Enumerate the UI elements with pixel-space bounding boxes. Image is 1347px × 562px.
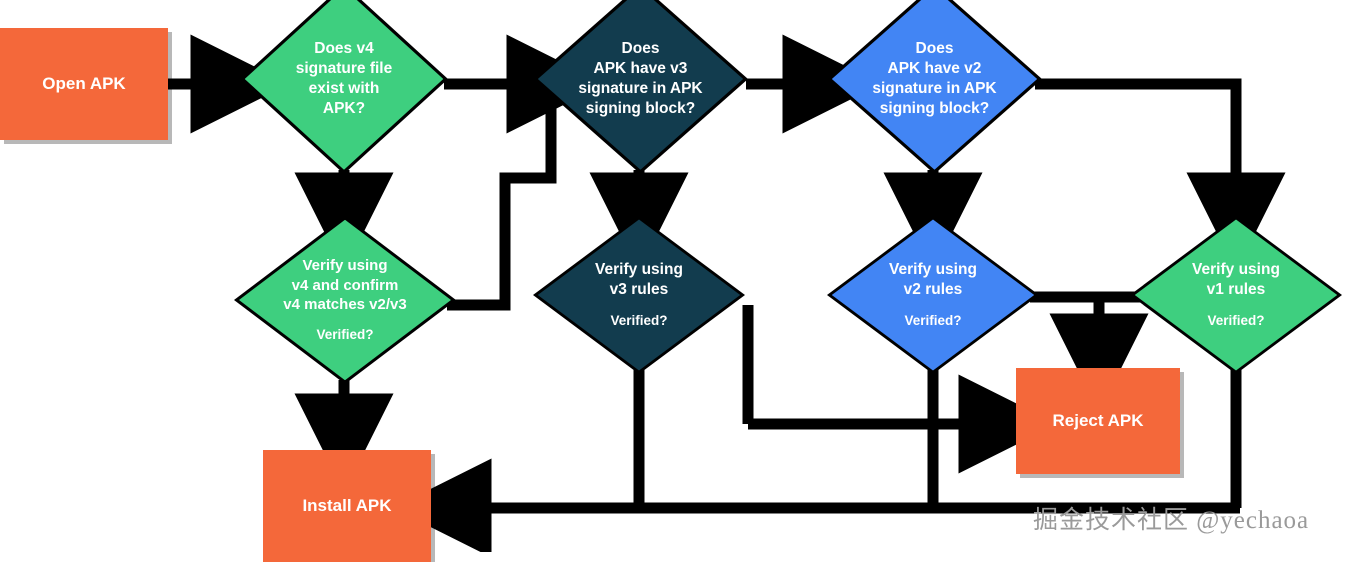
node-v2-exists[interactable]: Does APK have v2 signature in APK signin… <box>827 0 1042 174</box>
edge-v2-to-v1verify <box>1035 78 1286 272</box>
node-v4-verify-label: Verify using v4 and confirm v4 matches v… <box>283 257 407 343</box>
node-v4-exists[interactable]: Does v4 signature file exist with APK? <box>240 0 448 174</box>
node-v2-exists-label: Does APK have v2 signature in APK signin… <box>872 39 997 118</box>
node-v3-verify-sublabel: Verified? <box>610 313 668 329</box>
node-install-apk[interactable]: Install APK <box>263 450 431 562</box>
node-v1-verify-sublabel: Verified? <box>1207 313 1265 329</box>
node-open-apk-label: Open APK <box>42 74 126 93</box>
edge-v2verify-to-reject <box>1030 291 1149 413</box>
watermark: 掘金技术社区 @yechaoa <box>1033 507 1310 534</box>
node-reject-apk-label: Reject APK <box>1052 411 1144 430</box>
node-v4-verify-sublabel: Verified? <box>316 327 374 343</box>
node-v4-verify[interactable]: Verify using v4 and confirm v4 matches v… <box>234 216 456 384</box>
node-v3-exists-label: Does APK have v3 signature in APK signin… <box>578 39 703 118</box>
node-reject-apk[interactable]: Reject APK <box>1016 368 1180 474</box>
node-v2-verify[interactable]: Verify using v2 rules Verified? <box>827 216 1039 374</box>
node-v2-verify-sublabel: Verified? <box>904 313 962 329</box>
node-open-apk[interactable]: Open APK <box>0 28 168 140</box>
node-v3-exists[interactable]: Does APK have v3 signature in APK signin… <box>533 0 748 174</box>
node-v3-verify[interactable]: Verify using v3 rules Verified? <box>533 216 745 374</box>
node-v4-exists-label: Does v4 signature file exist with APK? <box>295 39 393 118</box>
node-v2-verify-label: Verify using v2 rules Verified? <box>889 261 977 329</box>
node-v1-verify-label: Verify using v1 rules Verified? <box>1192 261 1280 329</box>
edge-v4verify-to-v3 <box>447 93 557 311</box>
node-v3-verify-label: Verify using v3 rules Verified? <box>595 261 683 329</box>
node-install-apk-label: Install APK <box>302 496 392 515</box>
node-v1-verify[interactable]: Verify using v1 rules Verified? <box>1130 216 1342 374</box>
